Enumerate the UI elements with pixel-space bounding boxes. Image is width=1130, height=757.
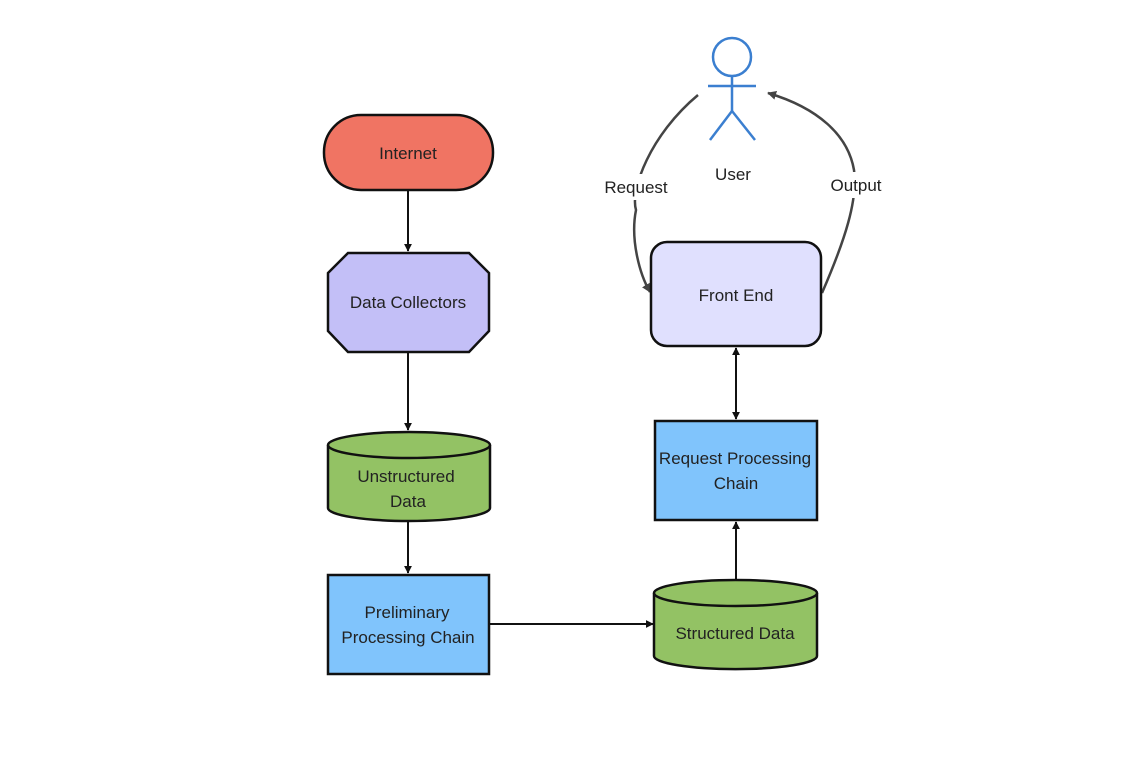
request-processing-label-line2: Chain [714,474,758,493]
request-processing-label-line1: Request Processing [659,449,811,468]
structured-data-label: Structured Data [675,624,795,643]
edge-output [767,91,856,294]
node-unstructured-data: Unstructured Data [326,430,492,523]
user-label: User [715,165,751,184]
unstructured-data-top [326,430,492,460]
node-request-processing-chain: Request Processing Chain [653,419,819,522]
request-processing-shape [653,419,819,522]
user-actor-icon [708,36,756,141]
edge-label-request: Request [604,178,668,197]
unstructured-data-label-line2: Data [390,492,426,511]
preliminary-label-line1: Preliminary [364,603,450,622]
node-structured-data: Structured Data [652,578,819,671]
node-preliminary-processing-chain: Preliminary Processing Chain [326,573,491,676]
internet-label: Internet [379,144,437,163]
structured-data-top [652,578,819,608]
preliminary-shape [326,573,491,676]
node-internet: Internet [322,113,495,192]
preliminary-label-line2: Processing Chain [341,628,474,647]
node-data-collectors: Data Collectors [326,251,491,354]
node-front-end: Front End [649,240,823,348]
front-end-label: Front End [699,286,774,305]
unstructured-data-label-line1: Unstructured [357,467,454,486]
unstructured-data-body [326,445,492,523]
data-collectors-label: Data Collectors [350,293,466,312]
structured-data-body [652,593,819,671]
edge-label-output: Output [830,176,881,195]
front-end-shape [649,240,823,348]
internet-shape [322,113,495,192]
data-collectors-shape [326,251,491,354]
edge-user-request [632,94,699,293]
node-user: User [708,36,756,184]
